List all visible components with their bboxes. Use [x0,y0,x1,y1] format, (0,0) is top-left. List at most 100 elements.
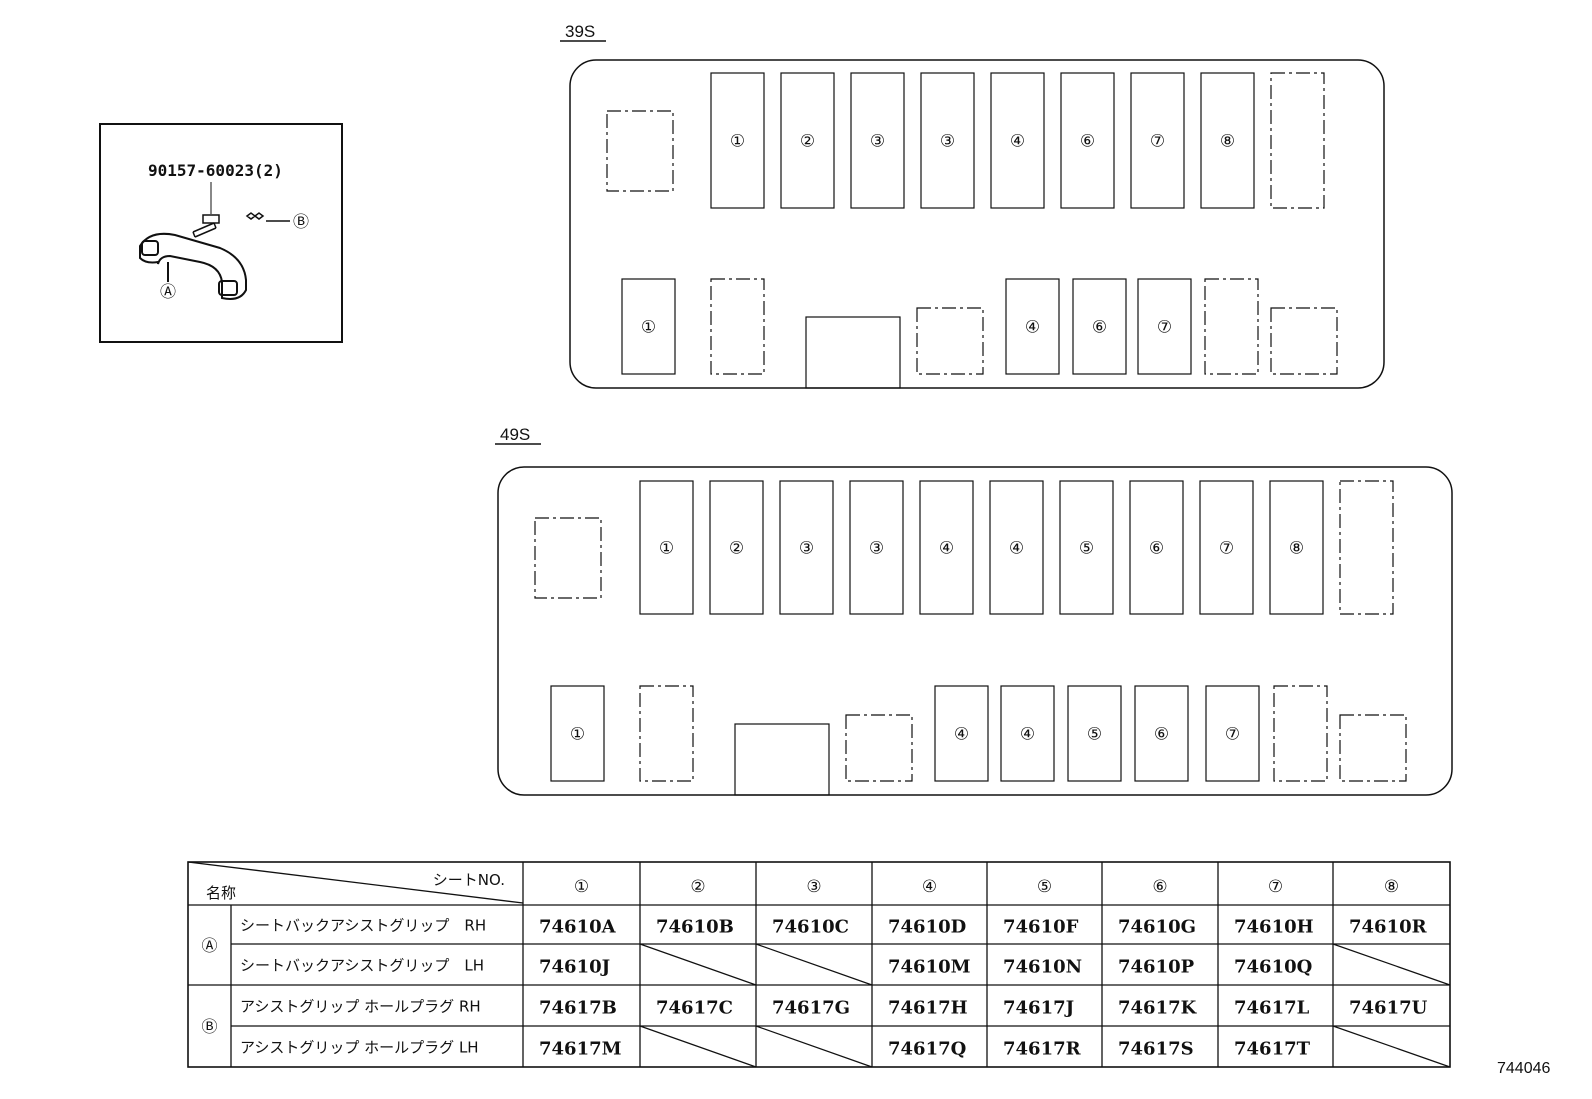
part-number-cell: 74617H [888,998,968,1019]
seat-header-4: ④ [922,877,937,897]
layout-39s-label: 39S [565,22,595,41]
seat-header-3: ③ [806,877,821,897]
empty-cell-diagonal [755,943,873,986]
seat-49s-top-1: ① [639,480,694,615]
bolt-part-number: 90157-60023(2) [148,161,283,180]
part-number-cell: 74617U [1349,998,1428,1019]
seat-49s-top-3: ③ [779,480,834,615]
seat-49s-top-10: ⑧ [1269,480,1324,615]
group-key-0: Ⓐ [201,937,217,955]
seat-39s-top-5-number: ④ [1010,132,1025,152]
bolt-icon [192,214,220,238]
seat-header-7: ⑦ [1268,877,1283,897]
seat-39s-top-2-number: ② [800,132,815,152]
seat-header-8: ⑧ [1384,877,1399,897]
seat-49s-bottom-8: ⑦ [1205,685,1260,782]
part-number-cell: 74617B [539,998,617,1019]
part-number-cell: 74610G [1118,917,1196,938]
seat-49s-bottom-10 [1339,714,1407,782]
part-name: アシストグリップ ホールプラグ LH [240,1039,479,1057]
seat-39s-bottom-4-number: ④ [1025,318,1040,338]
seat-39s-top-8-number: ⑧ [1220,132,1235,152]
seat-49s-top-1-number: ① [659,539,674,559]
seat-39s-top-1: ① [710,72,765,209]
hole-plug-icon [245,212,290,222]
seat-header-5: ⑤ [1037,877,1052,897]
seat-39s-bottom-5: ⑥ [1072,278,1127,375]
seat-49s-top-2-number: ② [729,539,744,559]
empty-cell-diagonal [1332,1025,1451,1068]
seat-39s-bottom-3 [916,307,984,375]
part-number-cell: 74610H [1234,917,1314,938]
callout-b: Ⓑ [293,213,309,231]
seat-49s-top-7: ⑤ [1059,480,1114,615]
part-number-cell: 74610N [1003,957,1082,978]
seat-39s-top-4: ③ [920,72,975,209]
seat-49s-bottom-5-number: ④ [1020,725,1035,745]
part-number-cell: 74617K [1118,998,1198,1019]
seat-39s-bottom-6: ⑦ [1137,278,1192,375]
part-number-cell: 74610A [539,917,617,938]
seat-49s-bottom-3 [845,714,913,782]
seat-39s-top-1-number: ① [730,132,745,152]
empty-cell-diagonal [1332,943,1451,986]
part-number-cell: 74617G [772,998,850,1019]
part-number-cell: 74610J [539,957,610,978]
callout-a: Ⓐ [160,283,176,301]
group-key-1: Ⓑ [201,1018,217,1036]
seat-49s-top-9: ⑦ [1199,480,1254,615]
seat-49s-bottom-6-number: ⑤ [1087,725,1102,745]
seat-49s-top-3-number: ③ [799,539,814,559]
seat-39s-top-7: ⑦ [1130,72,1185,209]
seat-39s-bottom-4: ④ [1005,278,1060,375]
seat-49s-bottom-1 [639,685,694,782]
seat-39s-top-6-number: ⑥ [1080,132,1095,152]
seat-39s-bottom-0: ① [621,278,676,375]
seat-39s-bottom-1 [710,278,765,375]
part-number-cell: 74610C [772,917,849,938]
seat-39s-top-8: ⑧ [1200,72,1255,209]
seat-39s-top-7-number: ⑦ [1150,132,1165,152]
seat-49s-bottom-0: ① [550,685,605,782]
seat-49s-top-2: ② [709,480,764,615]
figure-number: 744046 [1497,1060,1550,1077]
seat-39s-top-3-number: ③ [870,132,885,152]
part-number-cell: 74617M [539,1039,622,1060]
seat-header-1: ① [574,877,589,897]
layout-49s-label: 49S [500,425,530,444]
part-name: アシストグリップ ホールプラグ RH [240,998,481,1016]
seat-49s-top-4-number: ③ [869,539,884,559]
part-number-cell: 74610Q [1234,957,1312,978]
part-number-cell: 74610P [1118,957,1195,978]
seat-39s-bottom-8 [1270,307,1338,375]
seat-39s-bottom-5-number: ⑥ [1092,318,1107,338]
seat-49s-bottom-2 [734,723,830,796]
seat-39s-bottom-2 [805,316,901,389]
seat-49s-top-5-number: ④ [939,539,954,559]
seat-49s-bottom-0-number: ① [570,725,585,745]
seat-39s-top-4-number: ③ [940,132,955,152]
seat-49s-bottom-7-number: ⑥ [1154,725,1169,745]
part-number-cell: 74610D [888,917,966,938]
inset-illustration: 90157-60023(2) Ⓑ Ⓐ [99,123,343,343]
seat-49s-top-4: ③ [849,480,904,615]
seat-49s-top-6: ④ [989,480,1044,615]
seat-49s-top-7-number: ⑤ [1079,539,1094,559]
header-seat-no: シートNO. [433,871,505,889]
seat-39s-top-5: ④ [990,72,1045,209]
part-number-cell: 74610B [656,917,734,938]
seat-49s-bottom-5: ④ [1000,685,1055,782]
empty-cell-diagonal [755,1025,873,1068]
seat-39s-bottom-7 [1204,278,1259,375]
seat-39s-bottom-6-number: ⑦ [1157,318,1172,338]
seat-49s-bottom-4-number: ④ [954,725,969,745]
seat-49s-bottom-6: ⑤ [1067,685,1122,782]
seat-49s-bottom-7: ⑥ [1134,685,1189,782]
part-name: シートバックアシストグリップ RH [240,917,486,935]
part-number-cell: 74610F [1003,917,1079,938]
seat-49s-top-0 [534,517,602,599]
layout-39s: 39S ① ② ③ ③ ④ ⑥ ⑦ ⑧ ① ④ ⑥ ⑦ [560,22,1385,389]
